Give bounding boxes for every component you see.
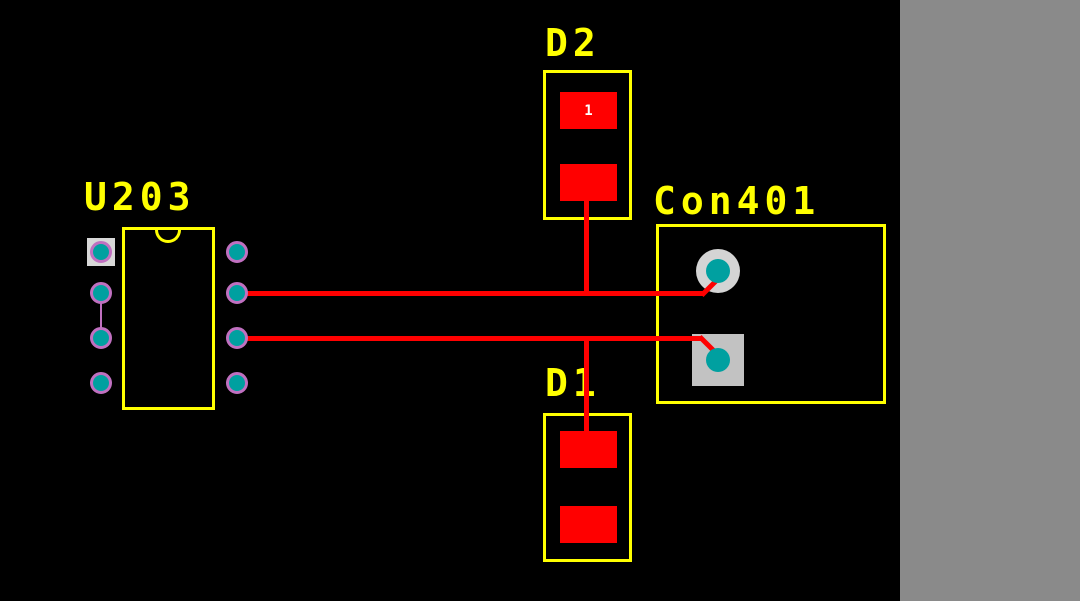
u203-pad-left-3[interactable] [90, 327, 112, 349]
u203-body-outline[interactable] [122, 227, 215, 410]
con401-label[interactable]: Con401 [653, 179, 821, 223]
con401-pad-1-hole [706, 259, 730, 283]
u203-pad-right-4[interactable] [226, 372, 248, 394]
u203-pad-right-1[interactable] [226, 241, 248, 263]
con401-pad-2-hole [706, 348, 730, 372]
trace-net2-horizontal[interactable] [237, 336, 701, 341]
trace-net1-horizontal[interactable] [237, 291, 703, 296]
d2-pad-1[interactable]: 1 [560, 92, 617, 129]
d2-pad-2[interactable] [560, 164, 617, 201]
u203-pad-left-4[interactable] [90, 372, 112, 394]
u203-pad-left-1[interactable] [90, 241, 112, 263]
d2-pad-1-number: 1 [584, 102, 593, 119]
u203-pad-right-3[interactable] [226, 327, 248, 349]
u203-left-pad-link [100, 296, 102, 338]
trace-net2-d1-stub[interactable] [584, 336, 589, 449]
con401-body-outline[interactable] [656, 224, 886, 404]
trace-net1-d2-stub[interactable] [584, 183, 589, 293]
d1-pad-2[interactable] [560, 506, 617, 543]
d1-pad-1[interactable] [560, 431, 617, 468]
right-gray-panel [900, 0, 1080, 601]
u203-label[interactable]: U203 [84, 175, 196, 219]
d1-label[interactable]: D1 [545, 361, 601, 405]
d2-label[interactable]: D2 [545, 21, 601, 65]
u203-pad-left-2[interactable] [90, 282, 112, 304]
u203-pad-right-2[interactable] [226, 282, 248, 304]
